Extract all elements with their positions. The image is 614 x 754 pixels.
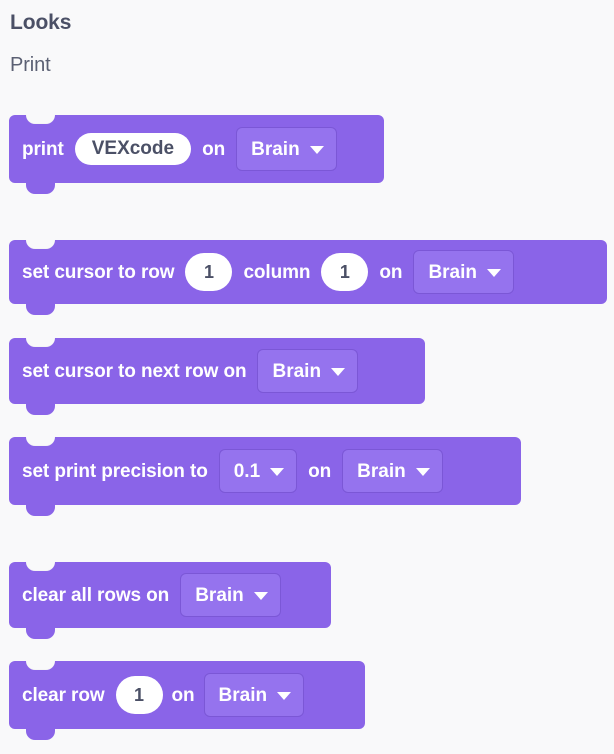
block-set-print-precision[interactable]: set print precision to 0.1 on Brain — [9, 437, 521, 516]
next-row-device-dropdown[interactable]: Brain — [257, 349, 359, 393]
block-clear-all-rows[interactable]: clear all rows on Brain — [9, 562, 331, 639]
print-precision-label: set print precision to — [22, 460, 208, 482]
chevron-down-icon — [309, 145, 324, 154]
print-precision-device-dropdown-value: Brain — [357, 460, 406, 482]
clear-row-label-on: on — [171, 684, 195, 706]
block-set-cursor-row-column[interactable]: set cursor to row 1 column 1 on Brain — [9, 240, 607, 315]
print-precision-device-dropdown[interactable]: Brain — [342, 449, 443, 493]
clear-all-rows-device-dropdown-value: Brain — [195, 584, 244, 606]
set-cursor-label-row: set cursor to row — [22, 261, 175, 283]
cursor-row-input[interactable]: 1 — [185, 253, 233, 291]
print-device-dropdown[interactable]: Brain — [236, 127, 337, 171]
print-text-input[interactable]: VEXcode — [74, 133, 192, 165]
set-cursor-label-column: column — [243, 261, 311, 283]
set-cursor-label-on: on — [379, 261, 403, 283]
clear-row-device-dropdown-value: Brain — [218, 684, 268, 706]
block-set-cursor-next-row[interactable]: set cursor to next row on Brain — [9, 338, 425, 415]
print-precision-dropdown-value: 0.1 — [233, 460, 261, 482]
category-title: Looks — [10, 11, 72, 34]
block-print-label-on: on — [202, 138, 226, 160]
chevron-down-icon — [253, 591, 268, 600]
chevron-down-icon — [277, 691, 292, 700]
block-print-label-print: print — [22, 138, 64, 160]
block-print[interactable]: print VEXcode on Brain — [9, 115, 384, 194]
cursor-column-input[interactable]: 1 — [321, 253, 369, 291]
set-cursor-device-dropdown-value: Brain — [428, 261, 478, 283]
block-clear-row[interactable]: clear row 1 on Brain — [9, 661, 365, 740]
print-precision-dropdown[interactable]: 0.1 — [218, 449, 298, 493]
clear-all-rows-device-dropdown[interactable]: Brain — [180, 573, 281, 617]
print-device-dropdown-value: Brain — [251, 138, 300, 160]
print-precision-label-on: on — [308, 460, 332, 482]
chevron-down-icon — [270, 467, 285, 476]
chevron-down-icon — [487, 268, 502, 277]
clear-all-rows-label: clear all rows on — [22, 584, 170, 606]
set-cursor-device-dropdown[interactable]: Brain — [413, 250, 515, 294]
set-cursor-next-row-label: set cursor to next row on — [22, 360, 247, 382]
clear-row-device-dropdown[interactable]: Brain — [203, 673, 305, 717]
section-title: Print — [10, 54, 51, 76]
clear-row-label: clear row — [22, 684, 105, 706]
chevron-down-icon — [415, 467, 430, 476]
clear-row-number-input[interactable]: 1 — [115, 676, 163, 714]
chevron-down-icon — [331, 367, 346, 376]
next-row-device-dropdown-value: Brain — [272, 360, 322, 382]
